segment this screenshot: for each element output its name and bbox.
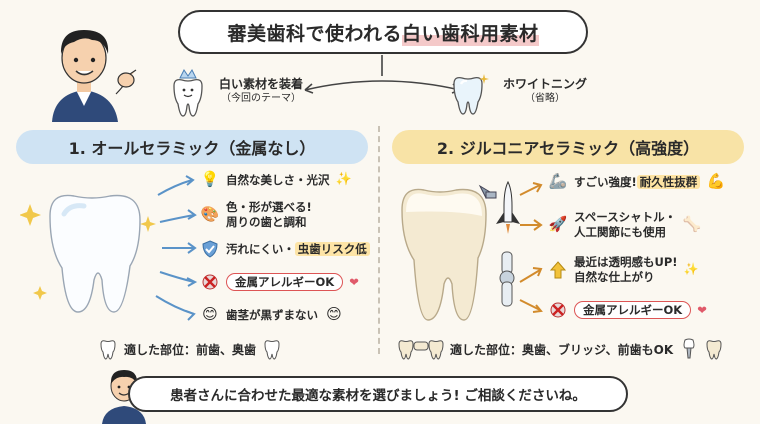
crowned-tooth-icon xyxy=(173,69,203,117)
branch-left-note: （今回のテーマ） xyxy=(221,93,301,105)
page-title: 審美歯科で使われる白い歯科用素材 xyxy=(178,10,588,54)
smile-icon-2: 😊 xyxy=(326,305,342,324)
applicable-text: 適した部位：前歯、奥歯 xyxy=(124,342,257,357)
branch-right-note: （省略） xyxy=(525,93,565,105)
section1-applicable: 適した部位：前歯、奥歯 xyxy=(98,338,282,360)
section2-heading: 2. ジルコニアセラミック（高強度） xyxy=(392,130,744,164)
section1-feature-3: 汚れにくい・虫歯リスク低 xyxy=(200,239,370,259)
feature-line2: 自然な仕上がり xyxy=(574,269,655,284)
up-arrow-icon xyxy=(548,260,568,280)
bridge-teeth-icon xyxy=(398,340,444,360)
feature-highlight: 虫歯リスク低 xyxy=(294,241,370,256)
feature-line2: 周りの歯と調和 xyxy=(226,214,307,229)
palette-icon: 🎨 xyxy=(200,205,220,224)
section1-feature-5: 😊 歯茎が黒ずまない 😊 xyxy=(200,305,344,325)
doctor-illustration xyxy=(52,30,137,122)
branch-right-title: ホワイトニング xyxy=(502,77,587,91)
feature-text: 汚れにくい・虫歯リスク低 xyxy=(226,241,370,257)
feature-text: 金属アレルギーOK xyxy=(226,272,344,292)
joint-icon xyxy=(499,251,515,307)
bone-icon: 🦴 xyxy=(682,215,702,234)
section1-feature-2: 🎨 色・形が選べる! 周りの歯と調和 xyxy=(200,200,312,230)
section2-feature-3: 最近は透明感もUP! 自然な仕上がり ✨ xyxy=(548,255,698,285)
heart-icon: ❤ xyxy=(697,302,707,317)
title-highlight: 白い歯科用素材 xyxy=(402,18,539,46)
section2-feature-2: 🚀 スペースシャトル・ 人工関節にも使用 🦴 xyxy=(548,210,702,240)
feature-text: スペースシャトル・ 人工関節にも使用 xyxy=(574,210,676,240)
branch-right-label: ホワイトニング （省略） xyxy=(490,76,600,106)
feature-text: 最近は透明感もUP! 自然な仕上がり xyxy=(574,255,678,285)
no-metal-icon xyxy=(200,272,220,292)
smile-icon: 😊 xyxy=(202,305,218,324)
rocket-icon: 🚀 xyxy=(548,215,568,234)
advice-speech-bubble: 患者さんに合わせた最適な素材を選びましょう! ご相談くださいね。 xyxy=(128,376,628,412)
shining-tooth-icon xyxy=(453,74,489,115)
lightbulb-icon: 💡 xyxy=(200,170,220,189)
applicable-text: 適した部位：奥歯、ブリッジ、前歯もOK xyxy=(450,342,674,357)
section1-heading: 1. オールセラミック（金属なし） xyxy=(16,130,368,164)
feature-text: 歯茎が黒ずまない xyxy=(226,307,318,322)
feature-prefix: 汚れにくい・ xyxy=(226,241,295,256)
feature-line1: スペースシャトル・ xyxy=(574,210,677,224)
robot-arm-shuttle-icon xyxy=(478,180,520,234)
tooth-icon xyxy=(264,340,280,360)
feature-highlight: 耐久性抜群 xyxy=(636,174,701,189)
branch-left-label: 白い素材を装着 （今回のテーマ） xyxy=(206,76,316,106)
feature-text: すごい強度!耐久性抜群 xyxy=(574,174,701,190)
feature-text: 金属アレルギーOK xyxy=(574,300,692,320)
section1-feature-4: 金属アレルギーOK ❤ xyxy=(200,272,359,292)
section2-feature-1: 🦾 すごい強度!耐久性抜群 💪 xyxy=(548,172,726,192)
section1-feature-1: 💡 自然な美しさ・光沢 ✨ xyxy=(200,170,352,190)
shield-check-icon xyxy=(200,239,220,259)
no-metal-icon xyxy=(548,300,568,320)
section2-applicable: 適した部位：奥歯、ブリッジ、前歯もOK xyxy=(398,338,725,360)
feature-prefix: すごい強度! xyxy=(574,174,637,189)
feature-line1: 色・形が選べる! xyxy=(226,200,312,214)
feature-text: 自然な美しさ・光沢 xyxy=(226,172,330,187)
section2-feature-4: 金属アレルギーOK ❤ xyxy=(548,300,707,320)
zirconia-tooth-illustration xyxy=(401,188,487,321)
feature-text: 色・形が選べる! 周りの歯と調和 xyxy=(226,200,312,230)
heart-icon: ❤ xyxy=(349,274,359,289)
sparkle-icon: ✨ xyxy=(683,262,699,277)
branch-left-title: 白い素材を装着 xyxy=(218,77,303,91)
ceramic-tooth-illustration xyxy=(20,194,156,313)
implant-icon xyxy=(683,338,722,360)
title-prefix: 審美歯科で使われる xyxy=(227,22,403,45)
robot-arm-icon: 🦾 xyxy=(548,172,568,191)
feature-line2: 人工関節にも使用 xyxy=(574,224,666,239)
tooth-icon xyxy=(100,340,116,360)
feature-line1: 最近は透明感もUP! xyxy=(574,255,678,269)
sparkle-icon: ✨ xyxy=(335,171,352,187)
muscle-icon: 💪 xyxy=(706,172,726,191)
column-divider xyxy=(378,126,380,354)
